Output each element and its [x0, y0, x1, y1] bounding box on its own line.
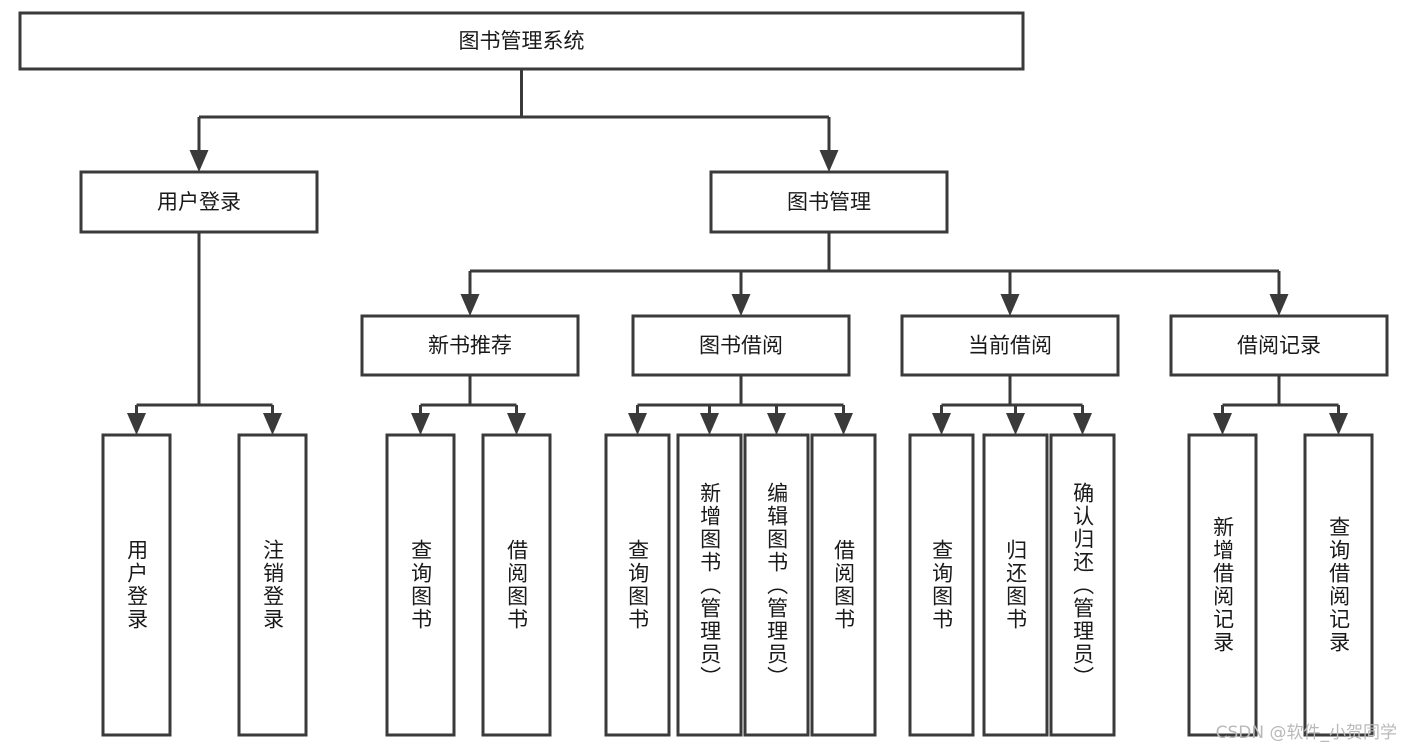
node-label-level3-1: 图书借阅	[699, 334, 783, 358]
node-box-level3-1[interactable]	[631, 314, 851, 377]
node-box-level3-0[interactable]	[360, 314, 580, 377]
node-box-leaf-10[interactable]	[1049, 433, 1116, 737]
node-box-leaf-5[interactable]	[676, 433, 743, 737]
node-label-level2-1: 图书管理	[787, 190, 871, 214]
arrow-head-icon	[1006, 413, 1025, 435]
node-label-level3-2: 当前借阅	[968, 334, 1052, 358]
node-box-root[interactable]	[18, 11, 1025, 71]
arrow-head-icon	[819, 150, 839, 172]
node-box-level3-3[interactable]	[1169, 314, 1389, 377]
node-label-leaf-9: 归还图书	[1003, 539, 1028, 631]
arrow-head-icon	[189, 150, 209, 172]
node-label-leaf-0: 用户登录	[124, 539, 149, 631]
arrow-head-icon	[507, 413, 526, 435]
node-box-leaf-1[interactable]	[237, 433, 308, 737]
arrow-head-icon	[460, 294, 480, 316]
arrow-head-icon	[628, 413, 647, 435]
node-box-level3-2[interactable]	[900, 314, 1120, 377]
arrow-head-icon	[1329, 413, 1348, 435]
node-label-level3-3: 借阅记录	[1237, 334, 1321, 358]
node-label-leaf-6: 编辑图书（管理员）	[764, 481, 789, 689]
arrow-head-icon	[1073, 413, 1092, 435]
arrow-head-icon	[263, 413, 282, 435]
node-label-leaf-4: 查询图书	[625, 539, 650, 631]
node-box-leaf-6[interactable]	[743, 433, 810, 737]
node-label-leaf-5: 新增图书（管理员）	[697, 481, 722, 689]
node-box-leaf-12[interactable]	[1303, 433, 1374, 737]
node-box-leaf-0[interactable]	[101, 433, 172, 737]
node-box-layer	[18, 11, 1389, 737]
arrow-head-icon	[1269, 294, 1289, 316]
arrow-head-icon	[1000, 294, 1020, 316]
node-label-leaf-7: 借阅图书	[831, 539, 856, 631]
node-label-leaf-3: 借阅图书	[504, 539, 529, 631]
node-label-level3-0: 新书推荐	[428, 334, 512, 358]
node-box-leaf-2[interactable]	[385, 433, 456, 737]
node-box-level2-0[interactable]	[79, 170, 319, 234]
node-label-leaf-10: 确认归还（管理员）	[1070, 481, 1095, 689]
node-box-leaf-3[interactable]	[481, 433, 552, 737]
arrow-head-icon	[767, 413, 786, 435]
node-label-level2-0: 用户登录	[157, 190, 241, 214]
arrow-head-icon	[700, 413, 719, 435]
node-box-level2-1[interactable]	[709, 170, 949, 234]
node-label-leaf-11: 新增借阅记录	[1210, 516, 1235, 654]
node-label-root: 图书管理系统	[459, 29, 585, 53]
node-label-leaf-8: 查询图书	[929, 539, 954, 631]
node-box-leaf-11[interactable]	[1187, 433, 1258, 737]
connector-layer	[127, 69, 1348, 435]
node-box-leaf-4[interactable]	[604, 433, 671, 737]
node-label-leaf-12: 查询借阅记录	[1326, 516, 1351, 654]
node-label-leaf-1: 注销登录	[260, 539, 285, 631]
arrow-head-icon	[411, 413, 430, 435]
node-box-leaf-9[interactable]	[982, 433, 1049, 737]
node-box-leaf-7[interactable]	[810, 433, 877, 737]
arrow-head-icon	[731, 294, 751, 316]
arrow-head-icon	[932, 413, 951, 435]
node-box-leaf-8[interactable]	[908, 433, 975, 737]
node-label-leaf-2: 查询图书	[408, 539, 433, 631]
arrow-head-icon	[834, 413, 853, 435]
arrow-head-icon	[1213, 413, 1232, 435]
arrow-head-icon	[127, 413, 146, 435]
